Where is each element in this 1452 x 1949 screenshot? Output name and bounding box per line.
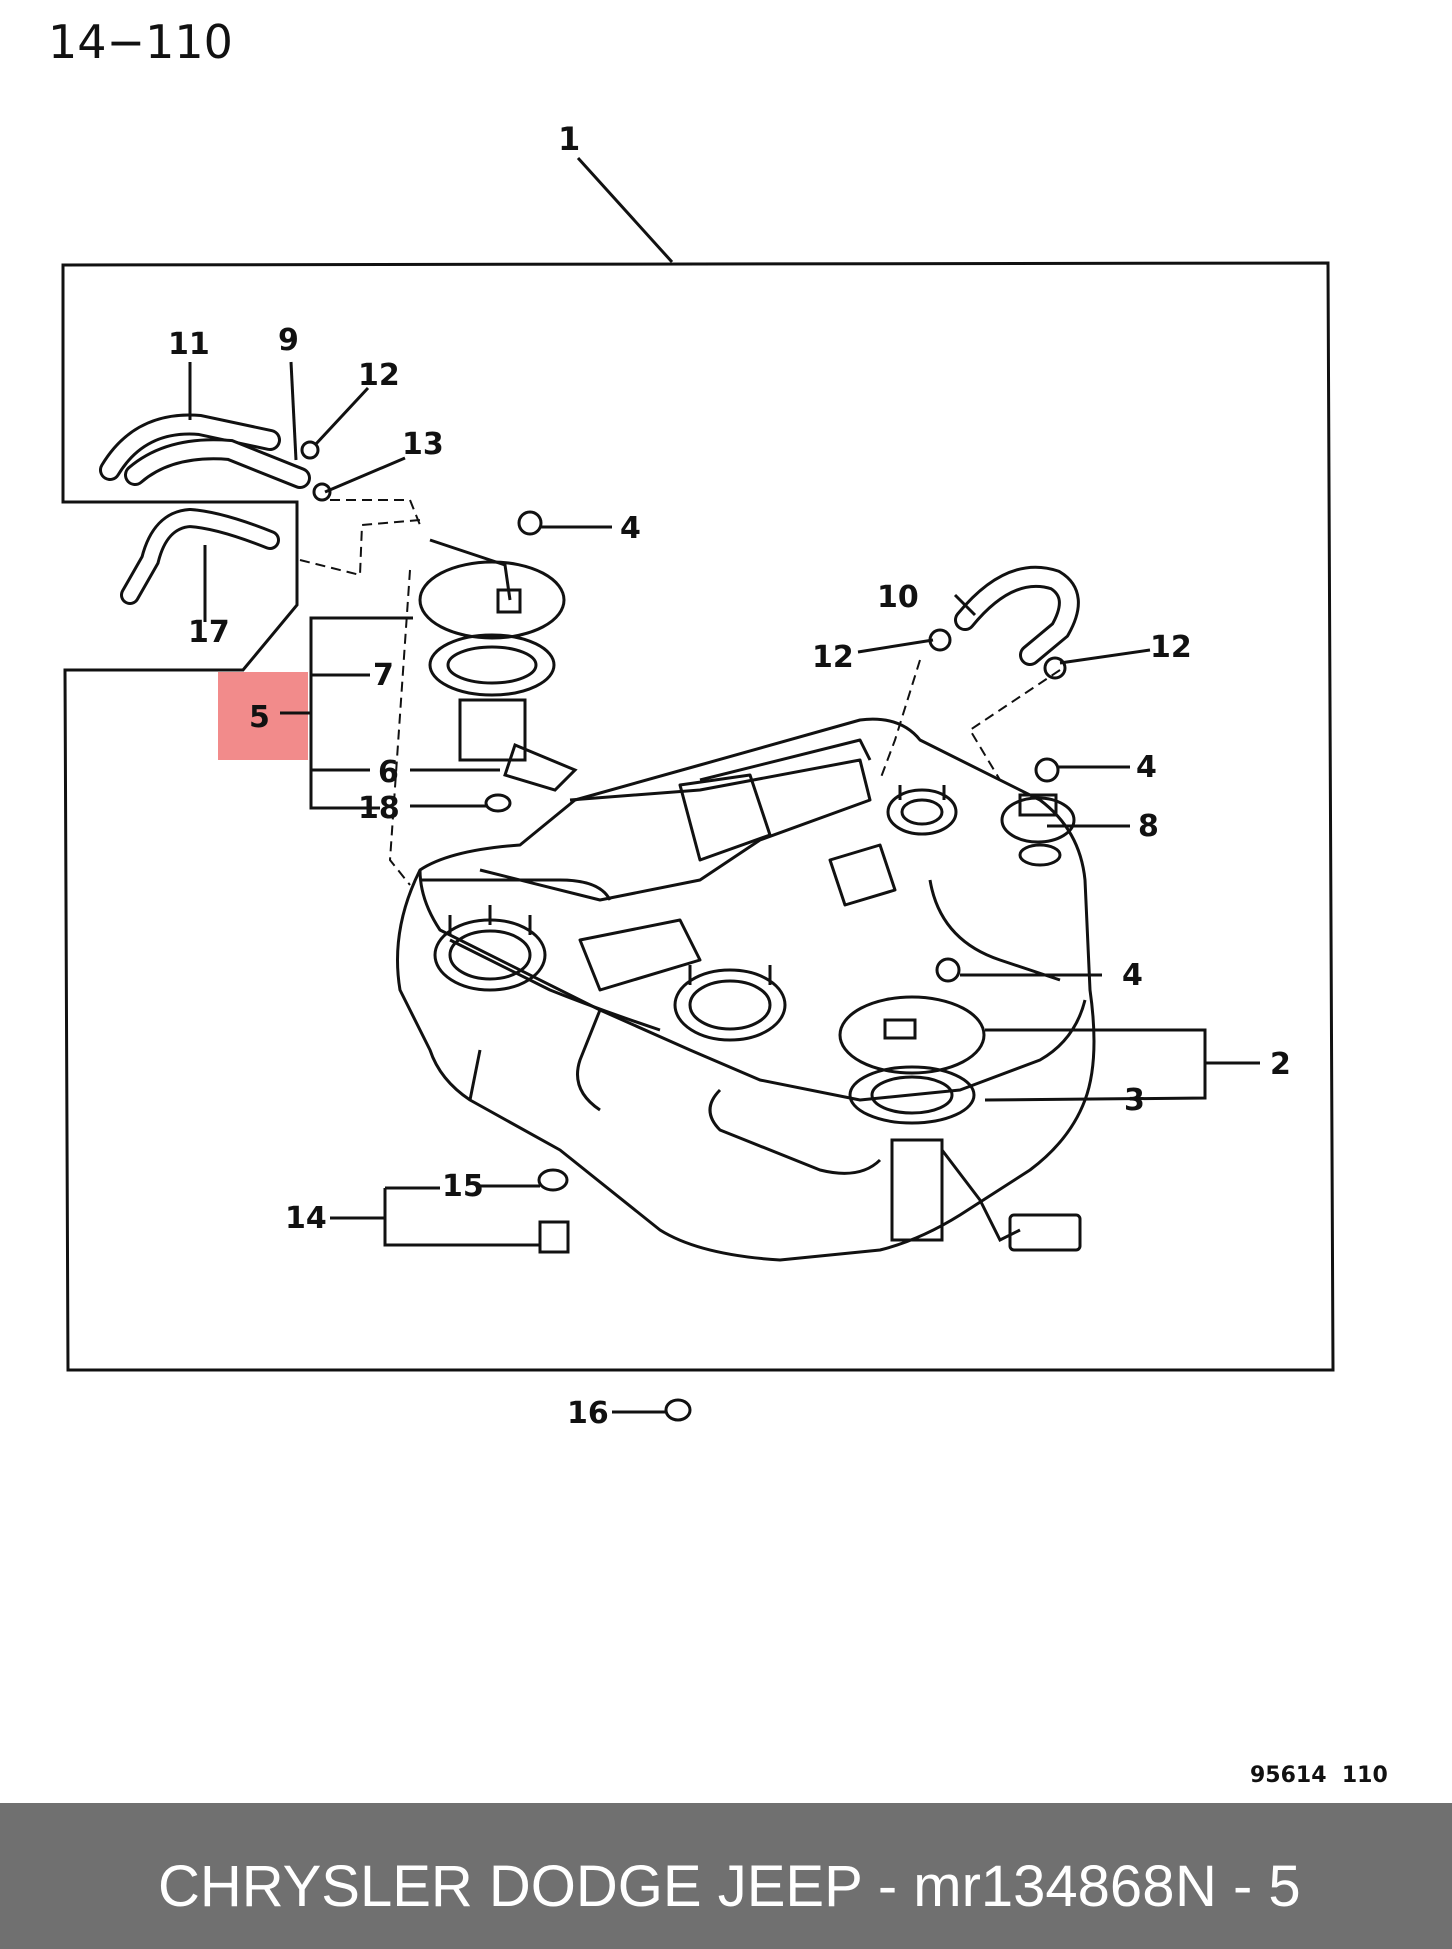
fuel-pump-assembly-5	[418, 538, 578, 813]
callout-1: 1	[558, 120, 580, 158]
callout-15: 15	[442, 1169, 484, 1204]
callout-18: 18	[358, 791, 400, 826]
callout-11: 11	[168, 327, 210, 362]
callout-6: 6	[378, 755, 399, 790]
footer-reference: N - 5	[1175, 1854, 1301, 1919]
pump-opening-middle	[673, 965, 787, 1042]
callout-4c: 4	[1122, 958, 1143, 993]
callout-4a: 4	[620, 511, 641, 546]
hose-11	[99, 413, 311, 489]
callout-7: 7	[373, 658, 394, 693]
callout-4b: 4	[1136, 750, 1157, 785]
sender-unit-8	[1000, 793, 1076, 867]
callout-12a: 12	[358, 358, 400, 393]
fasteners	[300, 440, 1067, 1422]
callout-12c: 12	[1150, 630, 1192, 665]
callout-12b: 12	[812, 640, 854, 675]
assembly-frame	[61, 261, 1335, 1372]
callout-16: 16	[567, 1396, 609, 1431]
fuel-tank	[396, 717, 1096, 1262]
callout-9: 9	[278, 323, 299, 358]
parts-diagram: 14−110	[48, 15, 1388, 1788]
page-number: 14−110	[48, 15, 233, 69]
footer-bar: CHRYSLER DODGE JEEP - mr134868 N - 5	[0, 1803, 1452, 1949]
callout-10: 10	[877, 580, 919, 615]
dashed-leaders	[299, 499, 1061, 886]
pump-opening-left	[420, 878, 612, 992]
callout-8: 8	[1138, 809, 1159, 844]
callout-3: 3	[1124, 1083, 1145, 1118]
callout-5: 5	[249, 700, 270, 735]
highlight-box	[218, 672, 308, 760]
callout-17: 17	[188, 615, 230, 650]
hose-17	[120, 507, 280, 605]
footer-title: CHRYSLER DODGE JEEP - mr134868	[158, 1854, 1175, 1919]
callout-14: 14	[285, 1201, 327, 1236]
pump-unit-right	[838, 995, 1082, 1252]
vent-opening	[886, 785, 958, 836]
callout-2: 2	[1270, 1047, 1291, 1082]
drawing-code: 95614 110	[1250, 1763, 1388, 1788]
leader-lines	[188, 156, 1260, 1414]
callout-13: 13	[402, 427, 444, 462]
